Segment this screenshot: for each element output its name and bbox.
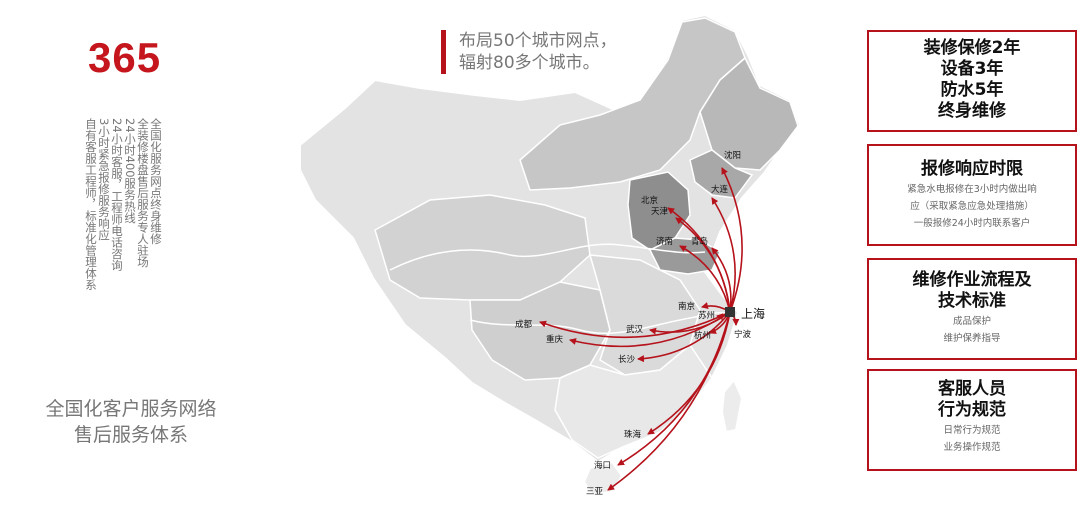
big-number-365: 365 (88, 34, 162, 81)
panel-title-line: 设备3年 (940, 59, 1004, 79)
panel-title-line: 技术标准 (938, 291, 1006, 311)
city-label: 重庆 (546, 334, 564, 345)
route-arrow (711, 197, 736, 313)
panel-staff-conduct: 客服人员 行为规范 日常行为规范 业务操作规范 (867, 369, 1077, 471)
service-feature-line: 24小时400服务热线 (123, 118, 137, 224)
headline: 布局50个城市网点， 辐射80多个城市。 (441, 30, 617, 74)
panel-description: 日常行为规范 业务操作规范 (869, 422, 1075, 456)
panel-description-line: 日常行为规范 (943, 425, 1001, 436)
panel-title-line: 终身维修 (938, 101, 1006, 121)
city-label: 沈阳 (724, 150, 741, 161)
network-caption-line: 全国化客户服务网络 (45, 398, 217, 420)
city-label: 南京 (678, 301, 695, 312)
route-arrow (711, 247, 732, 313)
panel-description-line: 业务操作规范 (943, 442, 1001, 453)
river-decoration (389, 243, 706, 271)
panel-description-line: 成品保护 (952, 316, 991, 327)
panel-description: 成品保护 维护保养指导 (869, 313, 1075, 347)
route-arrows (539, 167, 743, 491)
panel-title-line: 装修保修2年 (923, 38, 1021, 58)
panel-title-line: 维修作业流程及 (912, 270, 1032, 290)
route-arrow (637, 311, 731, 363)
route-arrow (679, 245, 731, 313)
hub-marker-icon (725, 307, 735, 317)
river-decoration (469, 312, 726, 335)
city-label: 天津 (651, 206, 669, 217)
headline-line: 布局50个城市网点， (459, 31, 617, 51)
panel-description-line: 应（采取紧急应急处理措施） (910, 201, 1034, 212)
city-label: 武汉 (626, 324, 644, 335)
route-arrow (721, 167, 743, 313)
city-label: 北京 (641, 195, 658, 206)
city-label: 苏州 (698, 310, 715, 321)
city-label: 青岛 (691, 236, 708, 247)
headline-line: 辐射80多个城市。 (459, 53, 600, 73)
panel-title-line: 行为规范 (938, 400, 1006, 420)
region-liaoning (689, 149, 754, 199)
region-shandong (648, 237, 721, 275)
network-caption-line: 售后服务体系 (73, 424, 188, 446)
taiwan-island (720, 378, 744, 434)
city-label: 济南 (656, 236, 673, 247)
route-arrow (675, 217, 731, 313)
service-feature-line: 自有客服工程师，标准化管理体系 (84, 118, 98, 291)
service-feature-line: 全装修楼盘售后服务专人驻场 (136, 118, 150, 268)
route-arrow (607, 311, 731, 491)
city-label: 海口 (594, 460, 611, 471)
panel-description-line: 一般报修24小时内联系客户 (913, 218, 1031, 229)
panel-description-line: 维护保养指导 (943, 333, 1001, 344)
network-caption: 全国化客户服务网络 售后服务体系 (26, 396, 236, 448)
panel-repair-process: 维修作业流程及 技术标准 成品保护 维护保养指导 (867, 258, 1077, 360)
route-arrow (569, 311, 731, 348)
city-label: 成都 (515, 319, 533, 330)
panel-warranty: 装修保修2年 设备3年 防水5年 终身维修 (867, 30, 1077, 132)
panel-title: 维修作业流程及 技术标准 (869, 270, 1075, 312)
service-feature-line: 3小时紧急报修服务响应 (97, 118, 111, 241)
panel-title-line: 报修响应时限 (921, 159, 1023, 179)
city-label: 杭州 (694, 330, 711, 341)
panel-title: 客服人员 行为规范 (869, 379, 1075, 421)
panel-description: 紧急水电报修在3小时内做出响 应（采取紧急应急处理措施） 一般报修24小时内联系… (869, 181, 1075, 232)
panel-title-line: 防水5年 (940, 80, 1004, 100)
region-west (374, 194, 591, 301)
panel-title: 报修响应时限 (869, 159, 1075, 180)
route-arrow (539, 311, 731, 339)
service-feature-list: 全国化服务网点终身维修 全装修楼盘售后服务专人驻场 24小时400服务热线 24… (84, 118, 163, 308)
city-label: 大连 (711, 184, 729, 195)
city-label: 长沙 (618, 354, 636, 365)
panel-response-time: 报修响应时限 紧急水电报修在3小时内做出响 应（采取紧急应急处理措施） 一般报修… (867, 144, 1077, 246)
panel-title: 装修保修2年 设备3年 防水5年 终身维修 (869, 38, 1075, 122)
city-label: 珠海 (624, 429, 642, 440)
hub-label-shanghai: 上海 (741, 306, 765, 321)
service-feature-line: 24小时客服，工程师电话咨询 (110, 118, 124, 271)
panel-description-line: 紧急水电报修在3小时内做出响 (907, 184, 1037, 195)
panel-title-line: 客服人员 (938, 379, 1006, 399)
city-label: 宁波 (734, 329, 752, 340)
city-label: 三亚 (586, 487, 604, 497)
service-feature-line: 全国化服务网点终身维修 (149, 118, 163, 245)
